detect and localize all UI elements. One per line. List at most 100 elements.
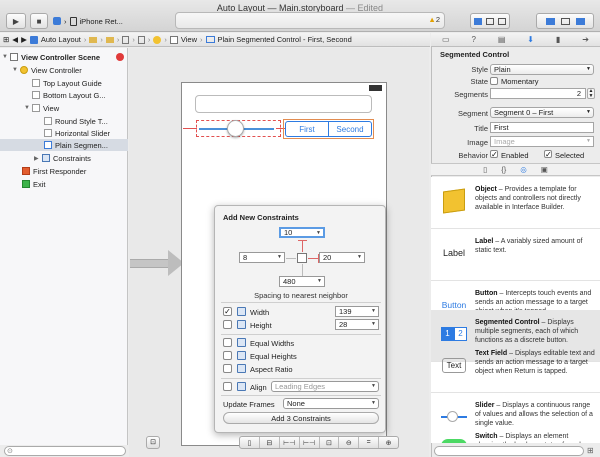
round-style-text-field[interactable]: [195, 95, 372, 113]
width-value-field[interactable]: 139▼: [335, 306, 379, 317]
dropdown-arrow-icon[interactable]: ▼: [371, 383, 376, 389]
enabled-checkbox[interactable]: ✓: [490, 150, 498, 159]
back-icon[interactable]: ◀: [12, 35, 19, 44]
dropdown-arrow-icon[interactable]: ▼: [317, 278, 322, 284]
size-inspector-icon[interactable]: ▮: [555, 35, 561, 44]
related-items-icon[interactable]: ⊞: [3, 35, 10, 44]
code-snippet-icon[interactable]: {}: [501, 165, 507, 174]
align-button[interactable]: ⊟: [260, 437, 280, 448]
stop-button[interactable]: ■: [30, 13, 48, 29]
size-class-button[interactable]: ▯: [240, 437, 260, 448]
editor-mode-buttons[interactable]: [470, 13, 510, 29]
disclosure-triangle-icon[interactable]: ▼: [24, 105, 30, 111]
forward-icon[interactable]: ▶: [21, 35, 27, 44]
quick-help-icon[interactable]: ?: [471, 35, 476, 44]
width-checkbox[interactable]: ✓: [223, 307, 232, 316]
outline-item-first-responder[interactable]: First Responder: [0, 165, 128, 177]
outline-toggle-button[interactable]: ⊡: [146, 436, 160, 449]
layout-guide-icon: [32, 91, 40, 99]
bottom-constraint-beam[interactable]: [302, 264, 303, 276]
zoom-in-button[interactable]: ⊕: [379, 437, 398, 448]
outline-item-view[interactable]: ▼ View: [24, 103, 60, 113]
momentary-checkbox[interactable]: [490, 77, 498, 85]
add-constraints-button[interactable]: Add 3 Constraints: [223, 412, 379, 424]
bottom-spacing-field[interactable]: 480▼: [279, 276, 325, 287]
dropdown-arrow-icon[interactable]: ▼: [371, 321, 376, 327]
height-label: Height: [250, 321, 272, 330]
pin-button[interactable]: ⊢⊣: [280, 437, 300, 448]
object-library-icon[interactable]: ◎: [520, 165, 527, 174]
align-checkbox[interactable]: [223, 382, 232, 391]
view-toggle-buttons[interactable]: [536, 13, 594, 29]
leading-constraint-beam[interactable]: [286, 258, 296, 259]
aspect-ratio-checkbox[interactable]: [223, 364, 232, 373]
dropdown-arrow-icon[interactable]: ▼: [371, 308, 376, 314]
disclosure-triangle-icon[interactable]: ▼: [2, 54, 8, 60]
disclosure-triangle-icon[interactable]: ▶: [34, 155, 39, 162]
warning-indicator[interactable]: ▲2: [428, 15, 440, 24]
image-field[interactable]: Image▼: [490, 136, 594, 147]
scheme-selector[interactable]: › iPhone Ret...: [53, 14, 139, 28]
library-item-text-field[interactable]: Text Text Field – Displays editable text…: [431, 341, 600, 393]
attributes-inspector-icon[interactable]: ⬇: [527, 35, 534, 44]
dropdown-arrow-icon[interactable]: ▼: [371, 400, 376, 406]
identity-inspector-icon[interactable]: ▤: [497, 35, 506, 44]
outline-item-segmented-control[interactable]: Plain Segmen...: [0, 139, 128, 151]
trailing-constraint-beam[interactable]: [308, 258, 318, 259]
segment-select[interactable]: Segment 0 – First▼: [490, 107, 594, 118]
style-select[interactable]: Plain▼: [490, 64, 594, 75]
disclosure-triangle-icon[interactable]: ▼: [12, 67, 18, 73]
connections-inspector-icon[interactable]: ➔: [582, 35, 589, 44]
zoom-out-button[interactable]: ⊖: [339, 437, 360, 448]
crumb-project[interactable]: Auto Layout: [40, 35, 81, 44]
top-spacing-field[interactable]: 10▼: [279, 227, 325, 238]
segments-stepper[interactable]: ▲▼: [587, 88, 595, 99]
title-field[interactable]: First: [490, 122, 594, 133]
update-frames-select[interactable]: None▼: [283, 398, 379, 409]
outline-item-constraints[interactable]: ▶ Constraints: [34, 153, 91, 163]
chevron-right-icon: ›: [132, 35, 135, 44]
outline-item-text-field[interactable]: Round Style T...: [0, 115, 128, 127]
file-inspector-icon[interactable]: ▭: [441, 35, 450, 44]
height-value-field[interactable]: 28▼: [335, 319, 379, 330]
segmented-control[interactable]: First Second: [285, 121, 372, 137]
outline-scene[interactable]: ▼ View Controller Scene: [0, 51, 128, 63]
resizing-button[interactable]: ⊡: [320, 437, 340, 448]
dropdown-arrow-icon[interactable]: ▼: [316, 230, 321, 236]
outline-item-slider[interactable]: Horizontal Slider: [0, 127, 128, 139]
height-checkbox[interactable]: [223, 320, 232, 329]
zoom-actual-button[interactable]: =: [359, 437, 380, 448]
library-item-object[interactable]: Object – Provides a template for objects…: [431, 177, 600, 229]
slider-thumb[interactable]: [227, 120, 244, 137]
dropdown-arrow-icon[interactable]: ▼: [357, 254, 362, 260]
equal-widths-checkbox[interactable]: [223, 338, 232, 347]
resolve-issues-button[interactable]: ⊢⊣: [300, 437, 320, 448]
outline-item-exit[interactable]: Exit: [0, 178, 128, 190]
outline-item-bottom-layout-guide[interactable]: Bottom Layout G...: [0, 89, 128, 101]
trailing-spacing-field[interactable]: 20▼: [319, 252, 365, 263]
outline-item-top-layout-guide[interactable]: Top Layout Guide: [0, 77, 128, 89]
library-filter-input[interactable]: [434, 446, 584, 456]
outline-filter-input[interactable]: ⊙: [4, 446, 126, 456]
media-library-icon[interactable]: ▣: [540, 165, 548, 174]
selected-checkbox[interactable]: ✓: [544, 150, 552, 159]
align-select[interactable]: Leading Edges▼: [271, 381, 379, 392]
equal-heights-checkbox[interactable]: [223, 351, 232, 360]
run-button[interactable]: ▶: [6, 13, 26, 29]
grid-view-icon[interactable]: ⊞: [587, 446, 594, 455]
crumb-view[interactable]: View: [180, 35, 198, 44]
library-item-switch[interactable]: Switch – Displays an element showing the…: [431, 429, 600, 443]
crumb-segmented-control[interactable]: Plain Segmented Control - First, Second: [217, 35, 352, 44]
behavior-label: Behavior: [458, 151, 488, 160]
segments-count-field[interactable]: 2: [490, 88, 586, 99]
leading-spacing-field[interactable]: 8▼: [239, 252, 285, 263]
file-template-icon[interactable]: ▯: [483, 165, 488, 174]
top-constraint-beam[interactable]: [302, 240, 303, 252]
outline-item-view-controller[interactable]: ▼ View Controller: [12, 65, 82, 75]
library-item-label[interactable]: Label Label – A variably sized amount of…: [431, 229, 600, 281]
segment-first[interactable]: First: [299, 124, 315, 134]
dropdown-arrow-icon[interactable]: ▼: [277, 254, 282, 260]
segment-second[interactable]: Second: [328, 122, 371, 136]
library-item-slider[interactable]: Slider – Displays a continuous range of …: [431, 393, 600, 443]
